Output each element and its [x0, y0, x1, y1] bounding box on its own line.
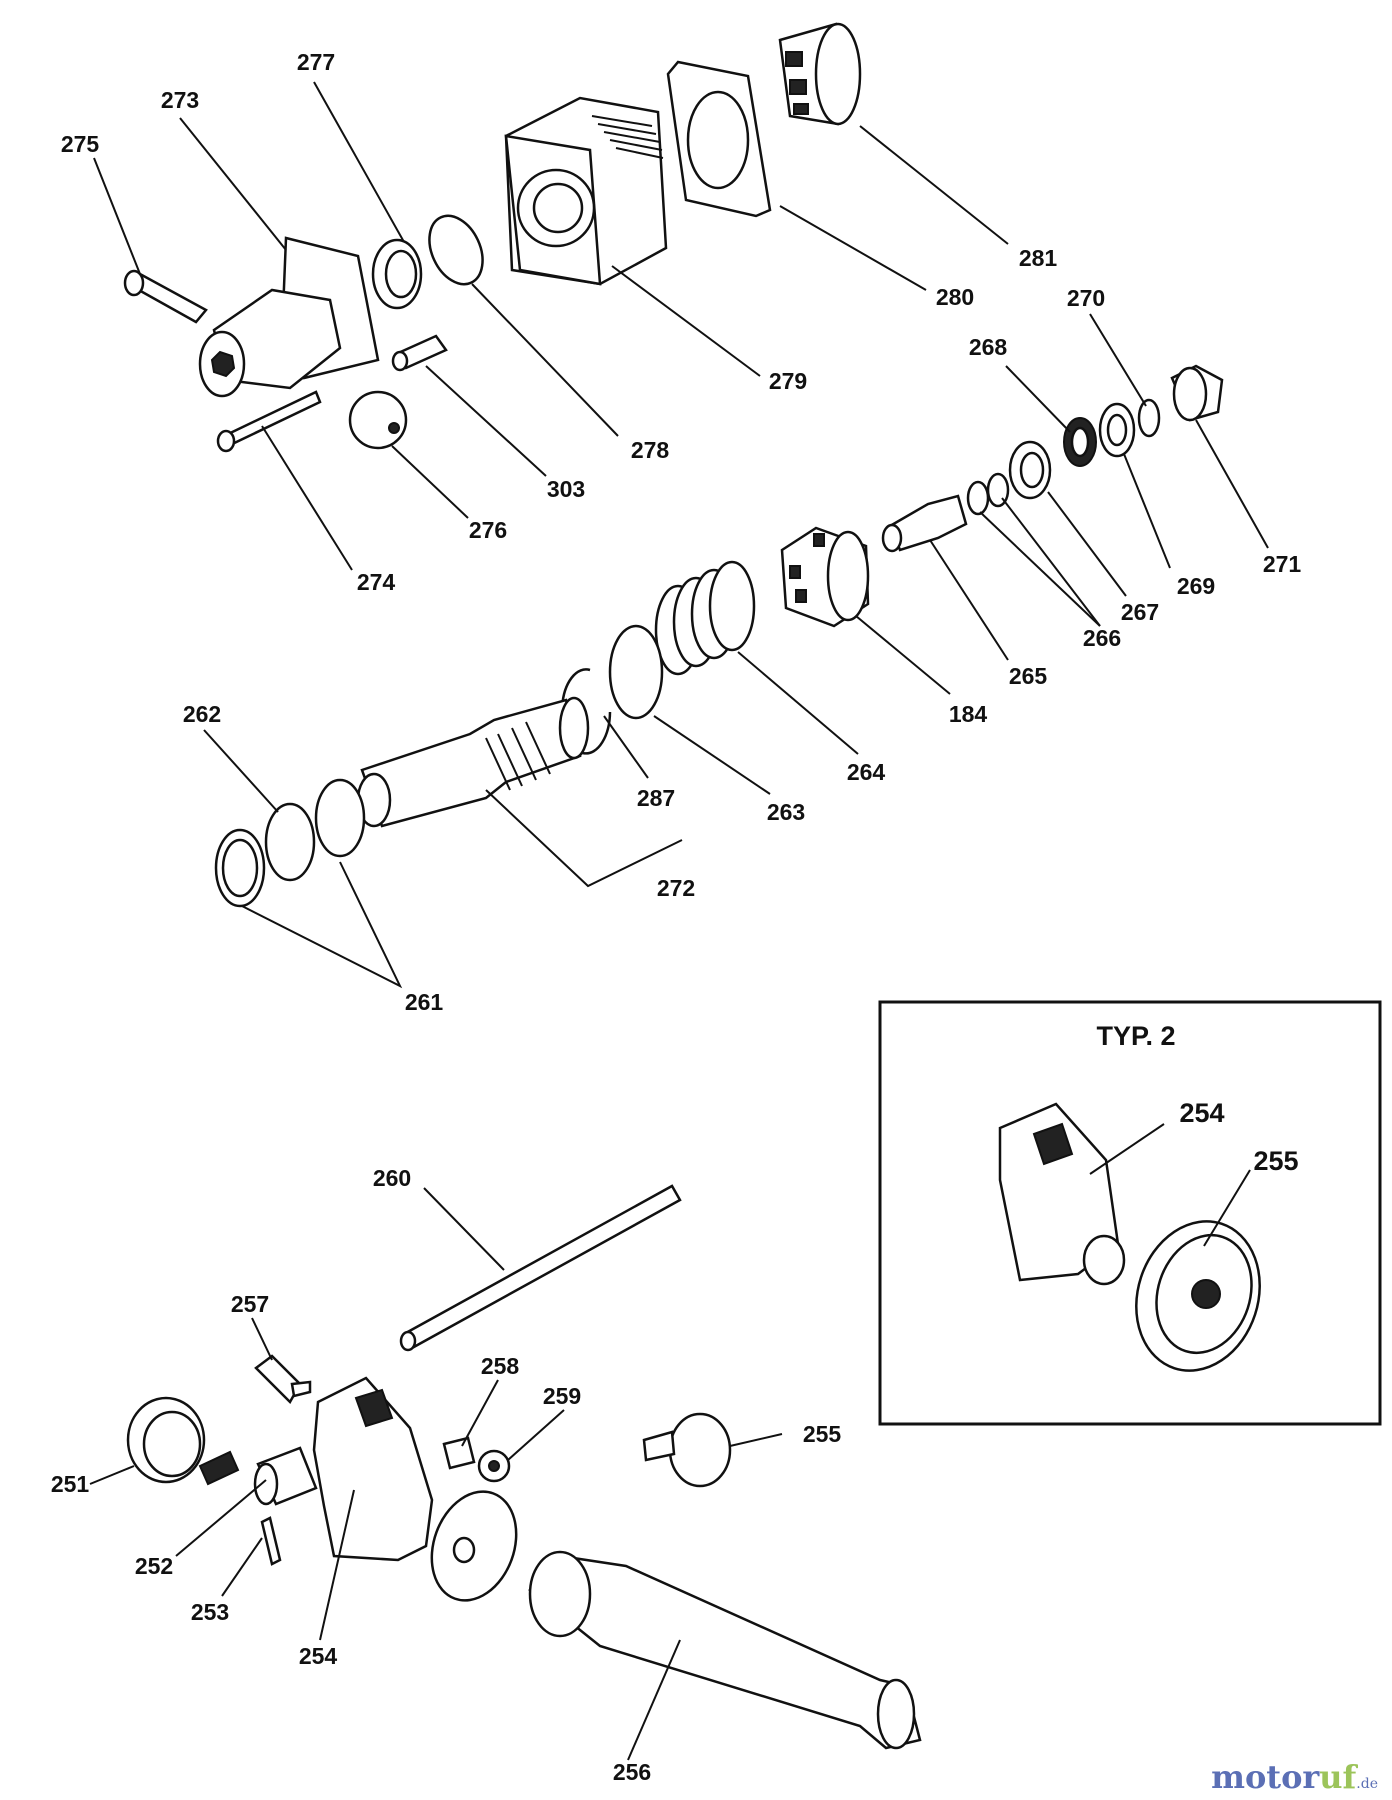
part-271-nut: [1170, 364, 1224, 422]
label-269: 269: [1177, 573, 1215, 599]
part-257-wing-screw: [254, 1354, 312, 1405]
part-253-pin: [260, 1516, 282, 1566]
label-267: 267: [1121, 599, 1159, 625]
part-labels: 275 273 277 281 280 279 278 303 276 274 …: [51, 49, 1302, 1785]
label-278: 278: [631, 437, 670, 463]
part-251-clamp-band: [126, 1396, 240, 1486]
label-303: 303: [547, 476, 585, 502]
watermark-part-3: .de: [1356, 1776, 1378, 1792]
label-254: 254: [299, 1643, 338, 1669]
watermark-part-2: uf: [1319, 1758, 1357, 1796]
part-255-knob: [642, 1412, 732, 1488]
leader-lines: [89, 81, 1269, 1761]
part-254-bracket: [312, 1376, 434, 1562]
part-279-cylinder: [504, 96, 668, 286]
label-251: 251: [51, 1471, 90, 1497]
part-256-handle: [528, 1550, 922, 1750]
part-260-rod: [399, 1184, 682, 1352]
label-279: 279: [769, 368, 807, 394]
part-278-ring: [428, 214, 484, 286]
watermark-logo: motoruf.de: [1211, 1758, 1378, 1796]
part-269-washer: [1098, 402, 1136, 458]
label-261: 261: [405, 989, 444, 1015]
label-255-inset: 255: [1253, 1146, 1298, 1176]
label-270: 270: [1067, 285, 1105, 311]
part-259-hex-nut: [477, 1449, 511, 1483]
part-277-bearing: [371, 238, 423, 310]
label-287: 287: [637, 785, 675, 811]
part-303-pin: [391, 334, 448, 372]
part-184-clutch-ring: [780, 526, 870, 628]
typ2-inset-box: [878, 1000, 1382, 1426]
label-266: 266: [1083, 625, 1121, 651]
watermark-part-1: motor: [1211, 1758, 1320, 1796]
inset-part-255-knob: [1135, 1220, 1261, 1372]
part-264-spring: [654, 560, 756, 676]
label-262: 262: [183, 701, 221, 727]
part-265-spindle: [881, 494, 968, 553]
label-256: 256: [613, 1759, 651, 1785]
inset-title: TYP. 2: [1096, 1021, 1175, 1051]
label-259: 259: [543, 1383, 581, 1409]
inset-part-254-bracket: [998, 1102, 1126, 1286]
label-263: 263: [767, 799, 805, 825]
part-268-spring-washer: [1063, 417, 1097, 467]
part-252-threaded-sleeve: [253, 1446, 318, 1506]
label-265: 265: [1009, 663, 1048, 689]
part-280-gasket: [666, 60, 772, 218]
label-255: 255: [803, 1421, 842, 1447]
part-262-rings: [214, 778, 366, 908]
part-270-circlip: [1137, 398, 1161, 438]
label-280: 280: [936, 284, 974, 310]
label-273: 273: [161, 87, 199, 113]
part-275-bolt: [123, 269, 208, 324]
label-184: 184: [949, 701, 988, 727]
label-268: 268: [969, 334, 1008, 360]
part-267-bearing: [1008, 440, 1052, 500]
part-266-rings: [966, 472, 1010, 516]
label-260: 260: [373, 1165, 411, 1191]
label-274: 274: [357, 569, 396, 595]
label-275: 275: [61, 131, 100, 157]
part-depth-stop-plate: [430, 1490, 518, 1602]
label-254-inset: 254: [1179, 1098, 1224, 1128]
part-273-flange: [198, 236, 380, 398]
label-264: 264: [847, 759, 886, 785]
label-277: 277: [297, 49, 335, 75]
label-257: 257: [231, 1291, 269, 1317]
part-276-ball: [348, 390, 408, 450]
label-276: 276: [469, 517, 507, 543]
label-253: 253: [191, 1599, 229, 1625]
part-274-screw: [216, 390, 322, 453]
label-271: 271: [1263, 551, 1302, 577]
part-258-square-nut: [442, 1436, 476, 1470]
label-258: 258: [481, 1353, 520, 1379]
part-272-piston: [356, 696, 590, 828]
label-252: 252: [135, 1553, 173, 1579]
label-281: 281: [1019, 245, 1058, 271]
label-272: 272: [657, 875, 695, 901]
part-281-clutch: [778, 22, 862, 126]
part-263-ring: [608, 624, 664, 720]
